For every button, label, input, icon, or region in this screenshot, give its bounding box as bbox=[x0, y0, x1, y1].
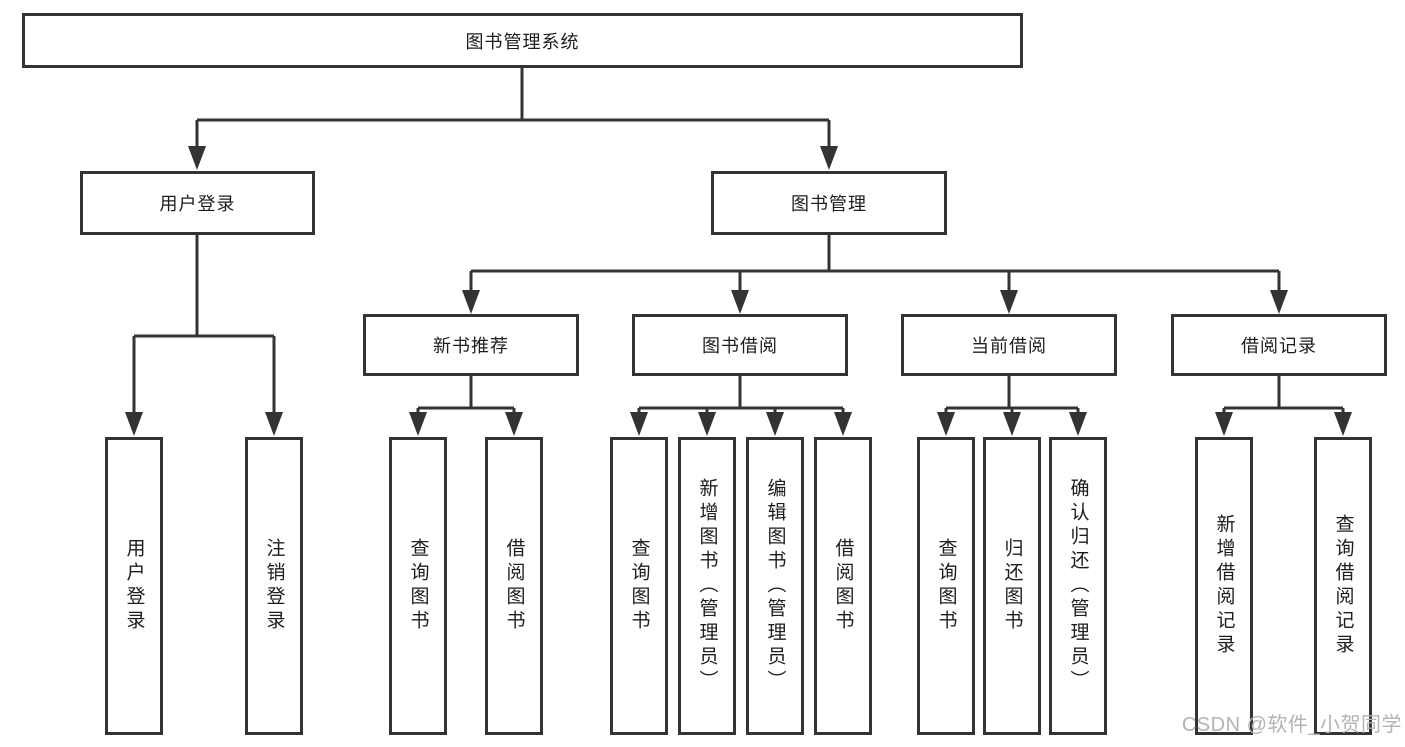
leaf-add-book-admin: 新增图书（管理员） bbox=[678, 437, 736, 735]
node-current-borrow: 当前借阅 bbox=[901, 314, 1117, 376]
leaf-user-login: 用户登录 bbox=[105, 437, 163, 735]
node-new-book-recommend: 新书推荐 bbox=[363, 314, 579, 376]
leaf-return-book: 归还图书 bbox=[983, 437, 1041, 735]
node-user-login: 用户登录 bbox=[80, 171, 315, 235]
node-borrow-records: 借阅记录 bbox=[1171, 314, 1387, 376]
node-book-borrow: 图书借阅 bbox=[632, 314, 848, 376]
leaf-query-books-recommend: 查询图书 bbox=[389, 437, 447, 735]
csdn-watermark: CSDN @软件_小贺同学 bbox=[1181, 714, 1402, 736]
leaf-edit-book-admin: 编辑图书（管理员） bbox=[746, 437, 804, 735]
arrowheads bbox=[125, 146, 1352, 436]
leaf-logout-login: 注销登录 bbox=[245, 437, 303, 735]
leaf-query-books-current: 查询图书 bbox=[917, 437, 975, 735]
leaf-confirm-return-admin: 确认归还（管理员） bbox=[1049, 437, 1107, 735]
leaf-add-borrow-record: 新增借阅记录 bbox=[1195, 437, 1253, 735]
leaf-borrow-books-recommend: 借阅图书 bbox=[485, 437, 543, 735]
node-book-management: 图书管理 bbox=[711, 171, 947, 235]
leaf-borrow-books: 借阅图书 bbox=[814, 437, 872, 735]
leaf-query-books-borrow: 查询图书 bbox=[610, 437, 668, 735]
leaf-query-borrow-record: 查询借阅记录 bbox=[1314, 437, 1372, 735]
node-system-root: 图书管理系统 bbox=[22, 13, 1023, 68]
